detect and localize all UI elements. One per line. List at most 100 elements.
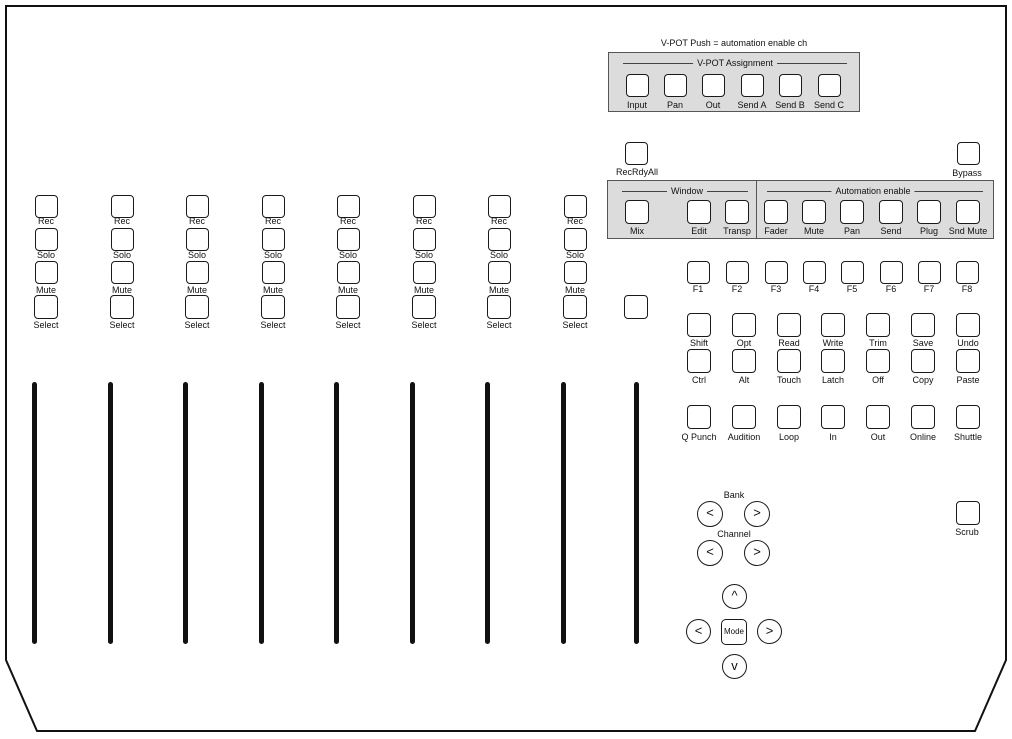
ch8-mute-button[interactable] xyxy=(563,261,587,284)
ch6-rec-button[interactable] xyxy=(412,195,436,218)
read-modifier-row-button[interactable] xyxy=(777,313,801,337)
window-transp-button[interactable] xyxy=(725,200,749,224)
ch7-solo-button[interactable] xyxy=(487,228,511,251)
latch-second-row-button[interactable] xyxy=(821,349,845,373)
ctrl-second-row-button[interactable] xyxy=(687,349,711,373)
paste-second-row-button[interactable] xyxy=(956,349,980,373)
copy-second-row-button[interactable] xyxy=(911,349,935,373)
vpot-send-c-button[interactable] xyxy=(817,74,841,97)
mode-right-button[interactable]: > xyxy=(757,619,782,644)
mode-up-button[interactable]: ^ xyxy=(722,584,747,609)
mode-down-button[interactable]: v xyxy=(722,654,747,679)
ch5-fader[interactable] xyxy=(334,382,339,644)
ch4-select-button[interactable] xyxy=(261,295,285,319)
master-select-button[interactable] xyxy=(624,295,648,319)
audition-transport-row-button[interactable] xyxy=(732,405,756,429)
function-key-f8-button[interactable] xyxy=(955,261,979,284)
ch1-rec-button[interactable] xyxy=(34,195,58,218)
in-transport-row-button[interactable] xyxy=(821,405,845,429)
ch4-mute-button[interactable] xyxy=(261,261,285,284)
shift-modifier-row-button[interactable] xyxy=(687,313,711,337)
loop-transport-row-button[interactable] xyxy=(777,405,801,429)
recrdyall-button[interactable] xyxy=(624,142,648,165)
automation-mute-button[interactable] xyxy=(802,200,826,224)
function-key-f1-button[interactable] xyxy=(686,261,710,284)
function-key-f6-button[interactable] xyxy=(879,261,903,284)
automation-send-button[interactable] xyxy=(879,200,903,224)
shuttle-transport-row-label: Shuttle xyxy=(953,432,983,442)
off-second-row-button[interactable] xyxy=(866,349,890,373)
ch3-mute-button[interactable] xyxy=(185,261,209,284)
ch8-select-button[interactable] xyxy=(563,295,587,319)
ch8-rec-button[interactable] xyxy=(563,195,587,218)
mode-button[interactable]: Mode xyxy=(721,619,747,645)
ch5-rec-button[interactable] xyxy=(336,195,360,218)
ch5-solo-button[interactable] xyxy=(336,228,360,251)
channel-right-button[interactable]: > xyxy=(744,540,770,566)
ch1-solo-button[interactable] xyxy=(34,228,58,251)
ch4-rec-button[interactable] xyxy=(261,195,285,218)
ch6-mute-button[interactable] xyxy=(412,261,436,284)
vpot-send-b-button[interactable] xyxy=(778,74,802,97)
automation-plug-button[interactable] xyxy=(917,200,941,224)
online-transport-row-button[interactable] xyxy=(911,405,935,429)
vpot-pan-button[interactable] xyxy=(663,74,687,97)
ch7-rec-button[interactable] xyxy=(487,195,511,218)
ch2-rec-button[interactable] xyxy=(110,195,134,218)
touch-second-row-button[interactable] xyxy=(777,349,801,373)
function-key-f2-button[interactable] xyxy=(725,261,749,284)
ch8-solo-button[interactable] xyxy=(563,228,587,251)
undo-modifier-row-button[interactable] xyxy=(956,313,980,337)
ch8-fader[interactable] xyxy=(561,382,566,644)
ch2-solo-button[interactable] xyxy=(110,228,134,251)
ch1-mute-button[interactable] xyxy=(34,261,58,284)
ch4-solo-button[interactable] xyxy=(261,228,285,251)
channel-left-button[interactable]: < xyxy=(697,540,723,566)
out-transport-row-button[interactable] xyxy=(866,405,890,429)
bank-right-button[interactable]: > xyxy=(744,501,770,527)
function-key-f3-button[interactable] xyxy=(764,261,788,284)
q-punch-transport-row-button[interactable] xyxy=(687,405,711,429)
bypass-button[interactable] xyxy=(956,142,980,165)
ch3-select-button[interactable] xyxy=(185,295,209,319)
vpot-out-button[interactable] xyxy=(701,74,725,97)
vpot-input-button[interactable] xyxy=(625,74,649,97)
automation-fader-button[interactable] xyxy=(764,200,788,224)
mode-left-button[interactable]: < xyxy=(686,619,711,644)
ch2-mute-button[interactable] xyxy=(110,261,134,284)
window-mix-button[interactable] xyxy=(625,200,649,224)
write-modifier-row-button[interactable] xyxy=(821,313,845,337)
scrub-button[interactable] xyxy=(956,501,980,525)
ch6-select-button[interactable] xyxy=(412,295,436,319)
ch5-select-button[interactable] xyxy=(336,295,360,319)
function-key-f7-button[interactable] xyxy=(917,261,941,284)
ch7-select-button[interactable] xyxy=(487,295,511,319)
vpot-push-note: V-POT Push = automation enable ch xyxy=(660,38,808,48)
ch2-select-button[interactable] xyxy=(110,295,134,319)
alt-second-row-button[interactable] xyxy=(732,349,756,373)
ch3-fader[interactable] xyxy=(183,382,188,644)
function-key-f4-button[interactable] xyxy=(802,261,826,284)
shuttle-transport-row-button[interactable] xyxy=(956,405,980,429)
vpot-send-a-button[interactable] xyxy=(740,74,764,97)
save-modifier-row-button[interactable] xyxy=(911,313,935,337)
automation-snd-mute-button[interactable] xyxy=(956,200,980,224)
ch7-mute-button[interactable] xyxy=(487,261,511,284)
window-edit-button[interactable] xyxy=(687,200,711,224)
automation-pan-button[interactable] xyxy=(840,200,864,224)
ch2-fader[interactable] xyxy=(108,382,113,644)
opt-modifier-row-button[interactable] xyxy=(732,313,756,337)
function-key-f5-button[interactable] xyxy=(840,261,864,284)
trim-modifier-row-button[interactable] xyxy=(866,313,890,337)
ch6-solo-button[interactable] xyxy=(412,228,436,251)
ch6-fader[interactable] xyxy=(410,382,415,644)
ch4-fader[interactable] xyxy=(259,382,264,644)
ch3-solo-button[interactable] xyxy=(185,228,209,251)
ch5-mute-button[interactable] xyxy=(336,261,360,284)
ch7-fader[interactable] xyxy=(485,382,490,644)
master-fader[interactable] xyxy=(634,382,639,644)
bank-left-button[interactable]: < xyxy=(697,501,723,527)
ch1-fader[interactable] xyxy=(32,382,37,644)
ch1-select-button[interactable] xyxy=(34,295,58,319)
ch3-rec-button[interactable] xyxy=(185,195,209,218)
